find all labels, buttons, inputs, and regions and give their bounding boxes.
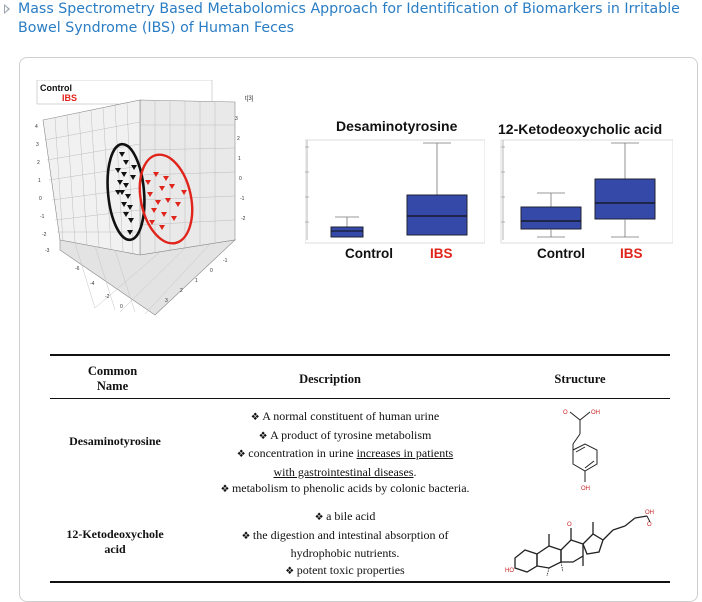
boxplot2-category-ibs: IBS <box>620 246 643 261</box>
svg-text:O: O <box>567 522 572 528</box>
svg-text:OH: OH <box>591 410 600 416</box>
svg-text:1: 1 <box>38 178 41 184</box>
svg-text:-2: -2 <box>105 294 110 300</box>
svg-text:0: 0 <box>39 196 42 202</box>
svg-text:4: 4 <box>35 124 38 130</box>
row-12-ketodeoxycholic-description: a bile acid the digestion and intestinal… <box>180 508 510 580</box>
boxplot-title-desaminotyrosine: Desaminotyrosine <box>336 118 458 134</box>
svg-text:-1: -1 <box>223 258 228 264</box>
svg-text:2: 2 <box>180 288 183 294</box>
boxplot-title-12-ketodeoxycholic-acid: 12-Ketodeoxycholic acid <box>498 121 663 137</box>
svg-text:OH: OH <box>645 510 654 516</box>
svg-text:OH: OH <box>581 486 590 492</box>
svg-text:O: O <box>563 410 568 416</box>
legend-ibs: IBS <box>62 93 78 103</box>
svg-text:0: 0 <box>239 176 242 182</box>
svg-text:1: 1 <box>195 278 198 284</box>
boxplot-desaminotyrosine <box>304 115 486 270</box>
table-bottom-rule <box>50 581 670 583</box>
svg-text:-1: -1 <box>240 196 245 202</box>
svg-text:0: 0 <box>210 268 213 274</box>
header-description: Description <box>299 372 361 386</box>
svg-text:0: 0 <box>120 304 123 310</box>
svg-text:2: 2 <box>37 160 40 166</box>
svg-text:-2: -2 <box>42 232 47 238</box>
svg-text:2: 2 <box>237 136 240 142</box>
svg-text:-2: -2 <box>241 216 246 222</box>
boxplot-12-ketodeoxycholic-acid-svg <box>500 139 674 244</box>
collapse-triangle-icon[interactable] <box>4 4 10 14</box>
header-structure: Structure <box>554 372 606 386</box>
svg-text:3: 3 <box>165 298 168 304</box>
row-12-ketodeoxycholic-name: 12-Ketodeoxychole acid <box>66 527 164 556</box>
svg-text:-6: -6 <box>75 266 80 272</box>
svg-text:-1: -1 <box>40 214 45 220</box>
svg-text:-3: -3 <box>45 248 50 254</box>
pca-3d-plot-svg: 4 3 2 1 0 -1 -2 -3 3 2 1 0 -1 -2 3 2 1 0 -1 -6 -4 -2 0… <box>35 79 254 316</box>
boxplot-desaminotyrosine-svg <box>304 139 486 244</box>
structure-desaminotyrosine-svg: O OH OH <box>563 410 600 492</box>
svg-text:1: 1 <box>238 156 241 162</box>
boxplot2-category-control: Control <box>537 246 585 261</box>
table-top-rule <box>50 354 670 356</box>
header-common-name: Common Name <box>87 364 138 393</box>
svg-text:HO: HO <box>505 568 514 574</box>
axis-label-t3: t[3] <box>245 96 254 102</box>
structure-desaminotyrosine: O OH OH <box>545 402 615 497</box>
svg-text:3: 3 <box>235 116 238 122</box>
svg-text:O: O <box>647 522 652 528</box>
boxplot1-category-ibs: IBS <box>430 246 453 261</box>
svg-text:3: 3 <box>36 142 39 148</box>
svg-text:-4: -4 <box>90 281 95 287</box>
boxplot1-category-control: Control <box>345 246 393 261</box>
row-desaminotyrosine-description: A normal constituent of human urine A pr… <box>180 408 510 499</box>
table-header-rule <box>50 398 670 400</box>
structure-12-ketodeoxycholic-acid: O HO OH O <box>505 500 665 580</box>
article-title-link[interactable]: Mass Spectrometry Based Metabolomics App… <box>18 1 680 36</box>
boxplot-12-ketodeoxycholic-acid <box>493 115 674 270</box>
legend-control: Control <box>40 83 72 93</box>
pca-3d-score-plot: 4 3 2 1 0 -1 -2 -3 3 2 1 0 -1 -2 3 2 1 0 -1 -6 -4 -2 0… <box>35 79 260 320</box>
row-desaminotyrosine-name: Desaminotyrosine <box>69 434 161 448</box>
structure-12-ketodeoxycholic-acid-svg: O HO OH O <box>505 510 654 577</box>
